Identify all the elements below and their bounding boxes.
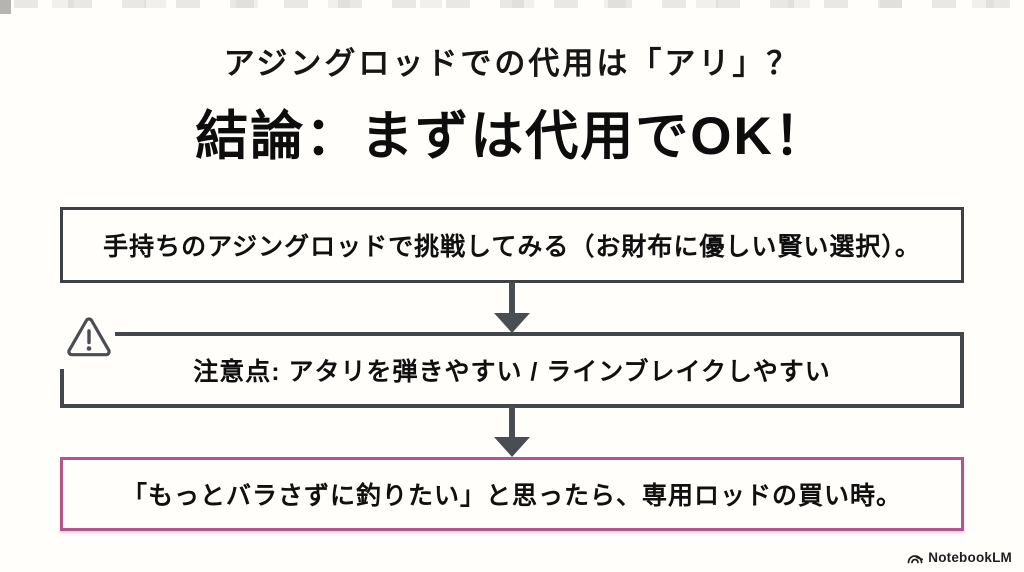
flow-step-2-box: 注意点: アタリを弾きやすい / ラインブレイクしやすい (57, 317, 964, 408)
slide-title: 結論：まずは代用でOK！ (195, 107, 829, 166)
flow-step-2-text: 注意点: アタリを弾きやすい / ラインブレイクしやすい (193, 358, 831, 386)
flow-step-1-text: 手持ちのアジングロッドで挑戦してみる（お財布に優しい賢い選択）。 (103, 233, 921, 261)
down-arrow (494, 406, 530, 457)
warning-triangle-icon (67, 317, 111, 357)
flow-step-1-box: 手持ちのアジングロッドで挑戦してみる（お財布に優しい賢い選択）。 (60, 207, 964, 283)
notebooklm-watermark: NotebookLM (907, 548, 1012, 566)
flow-step-3-box: 「もっとバラさずに釣りたい」と思ったら、専用ロッドの買い時。 (60, 457, 964, 531)
notebooklm-watermark-label: NotebookLM (928, 549, 1012, 565)
cropped-top-corner-artifact (0, 0, 11, 14)
cropped-top-text-artifact (14, 0, 1018, 8)
notebooklm-arcs-icon (907, 555, 924, 564)
down-arrow (494, 282, 530, 333)
flow-step-3-text: 「もっとバラさずに釣りたい」と思ったら、専用ロッドの買い時。 (121, 482, 902, 510)
slide-subtitle: アジングロッドでの代用は「アリ」？ (223, 46, 801, 81)
